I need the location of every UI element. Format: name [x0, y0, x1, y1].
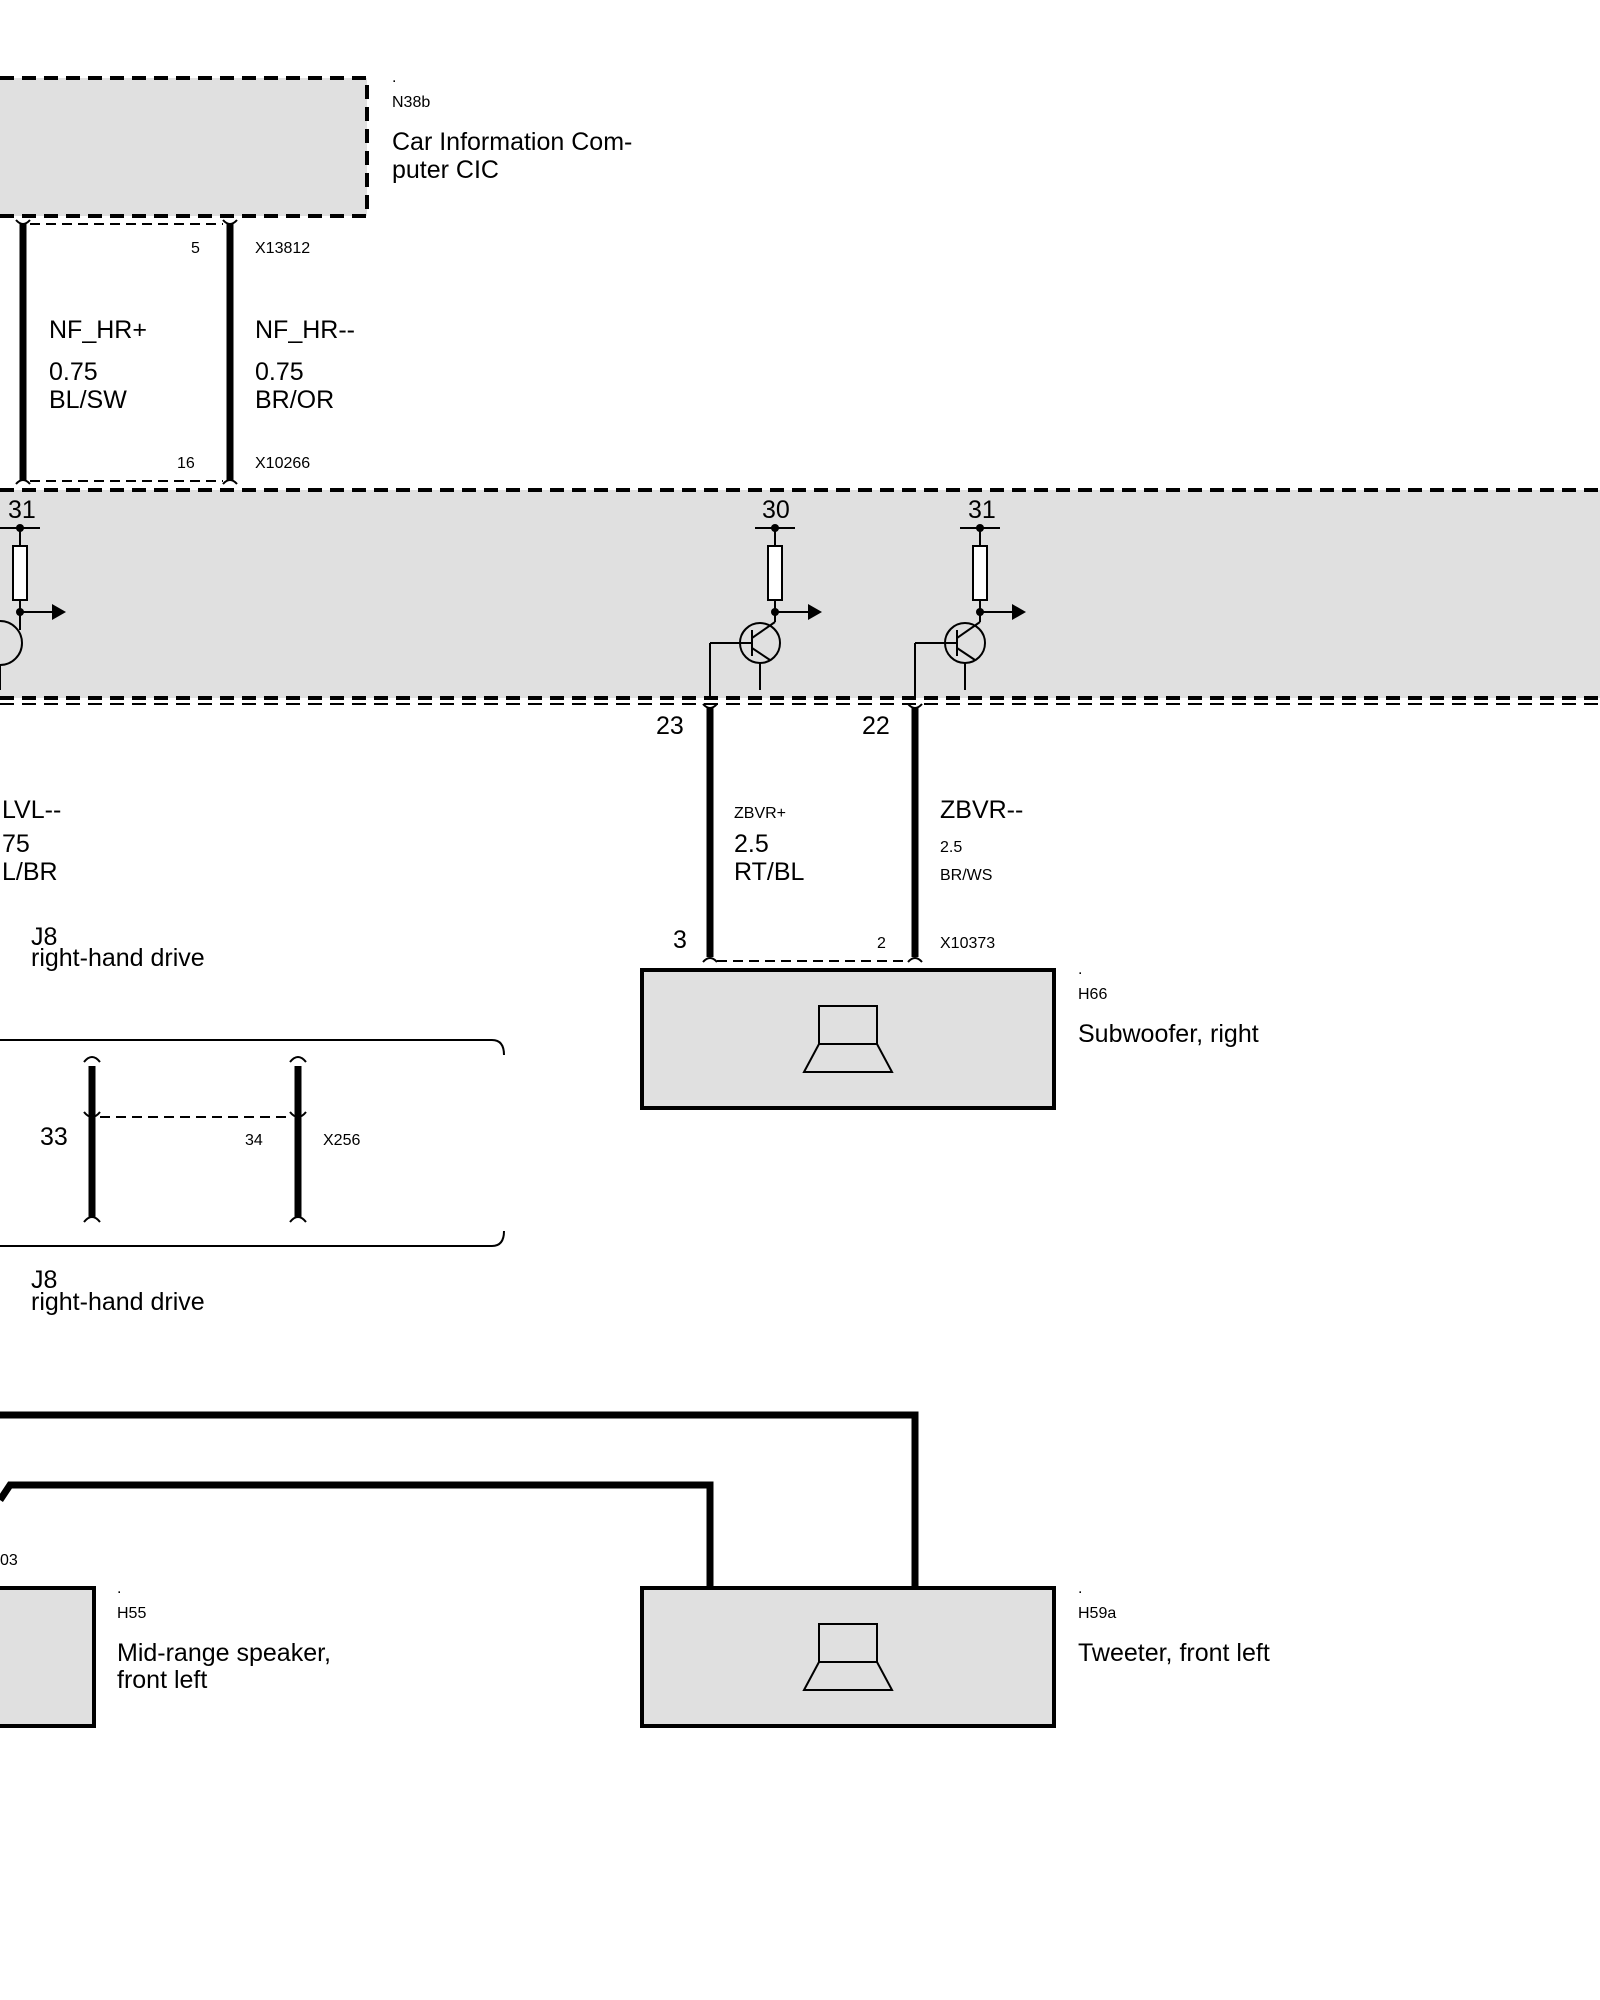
cic-name-line1: Car Information Com- [392, 128, 632, 156]
amplifier-module: 31 30 [0, 488, 1600, 740]
car-information-computer-module: . N38b Car Information Com- puter CIC [0, 69, 632, 218]
x10266-id: X10266 [255, 455, 310, 472]
lvl-minus-gauge: 75 [2, 830, 30, 858]
zbvr-plus-color: RT/BL [734, 858, 804, 886]
nf-hr-plus-color: BL/SW [49, 386, 127, 414]
output-arrow-31-right [1012, 604, 1026, 620]
variant-1-text: right-hand drive [31, 944, 205, 972]
connector-hook-top-left [15, 219, 31, 225]
x10373-pin-left: 3 [673, 926, 687, 954]
amp-pin-top-31-right: 31 [968, 496, 996, 524]
h59a-name: Tweeter, front left [1078, 1639, 1270, 1667]
tweeter-wire-inner [0, 1481, 714, 1590]
amp-pin-bottom-22: 22 [862, 712, 890, 740]
x10373-pin-right: 2 [877, 935, 886, 952]
zbvr-minus-gauge: 2.5 [940, 839, 962, 856]
output-stage-left: 31 [0, 496, 66, 690]
amp-pin-top-31-left: 31 [8, 496, 36, 524]
speaker-icon [802, 1005, 894, 1073]
amp-pin-top-30: 30 [762, 496, 790, 524]
nf-hr-plus-signal: NF_HR+ [49, 316, 147, 344]
h55-name-line2: front left [117, 1666, 207, 1694]
h55-dot: . [117, 1580, 121, 1597]
speaker-icon [802, 1623, 894, 1691]
zbvr-wire-pair: ZBVR+ 2.5 RT/BL ZBVR-- 2.5 BR/WS 3 2 X10… [673, 703, 1023, 963]
x256-id: X256 [323, 1132, 360, 1149]
h59a-dot: . [1078, 1580, 1082, 1597]
h66-dot: . [1078, 961, 1082, 978]
output-stage-31-right: 31 [914, 496, 1026, 700]
x256-pin-left: 33 [40, 1123, 68, 1151]
x256-pin-right: 34 [245, 1132, 263, 1149]
h66-id: H66 [1078, 986, 1107, 1003]
nf-hr-plus-gauge: 0.75 [49, 358, 98, 386]
tweeter-front-left: . H59a Tweeter, front left [640, 1580, 1270, 1728]
h59a-id: H59a [1078, 1605, 1116, 1622]
connector-hook-bottom-left [15, 479, 31, 485]
tweeter-box [640, 1586, 1056, 1728]
cic-dot: . [392, 69, 396, 86]
cic-id: N38b [392, 94, 430, 111]
partial-connector-id: 03 [0, 1552, 18, 1569]
nf-hr-minus-gauge: 0.75 [255, 358, 304, 386]
nf-hr-wire-pair: 5 X13812 16 X10266 NF_HR+ 0.75 BL/SW NF_… [15, 219, 355, 485]
tweeter-wire-outer [0, 1411, 919, 1590]
amplifier-body [0, 490, 1600, 698]
tweeter-wires: 03 [0, 1411, 919, 1590]
transistor-left [0, 620, 23, 666]
bracket-outline [0, 1039, 505, 1247]
subwoofer-box [640, 968, 1056, 1110]
subwoofer-right: . H66 Subwoofer, right [640, 961, 1259, 1110]
resistor-left [12, 545, 28, 601]
mid-range-box [0, 1586, 96, 1728]
x13812-id: X13812 [255, 240, 310, 257]
lvl-minus-color: L/BR [2, 858, 58, 886]
output-arrow-30 [808, 604, 822, 620]
x10373-id: X10373 [940, 935, 995, 952]
variant-2-code: J8 [31, 1266, 57, 1294]
x10266-pin: 16 [177, 455, 195, 472]
nf-hr-minus-color: BR/OR [255, 386, 334, 414]
output-arrow-left [52, 604, 66, 620]
x13812-pin: 5 [191, 240, 200, 257]
variant-bracket-x256: 33 34 X256 J8 right-hand drive [0, 1039, 505, 1316]
zbvr-plus-gauge: 2.5 [734, 830, 769, 858]
h55-name-line1: Mid-range speaker, [117, 1639, 331, 1667]
nf-hr-minus-signal: NF_HR-- [255, 316, 355, 344]
h55-id: H55 [117, 1605, 146, 1622]
connector-hook-top-right [222, 219, 238, 225]
variant-2-text: right-hand drive [31, 1288, 205, 1316]
mid-range-speaker-front-left: . H55 Mid-range speaker, front left [0, 1580, 331, 1728]
output-stage-30: 30 [709, 496, 822, 700]
cic-name-line2: puter CIC [392, 156, 499, 184]
resistor-30 [767, 545, 783, 601]
variant-1-code: J8 [31, 923, 57, 951]
amp-pin-bottom-23: 23 [656, 712, 684, 740]
h66-name: Subwoofer, right [1078, 1020, 1259, 1048]
connector-hook-bottom-right [222, 479, 238, 485]
zbvr-plus-signal: ZBVR+ [734, 805, 786, 822]
lvl-minus-signal: LVL-- [2, 796, 61, 824]
zbvr-minus-color: BR/WS [940, 867, 992, 884]
lvl-wire-labels: LVL-- 75 L/BR J8 right-hand drive [2, 796, 205, 972]
cic-dashed-border [0, 76, 369, 218]
resistor-31-right [972, 545, 988, 601]
zbvr-minus-signal: ZBVR-- [940, 796, 1023, 824]
